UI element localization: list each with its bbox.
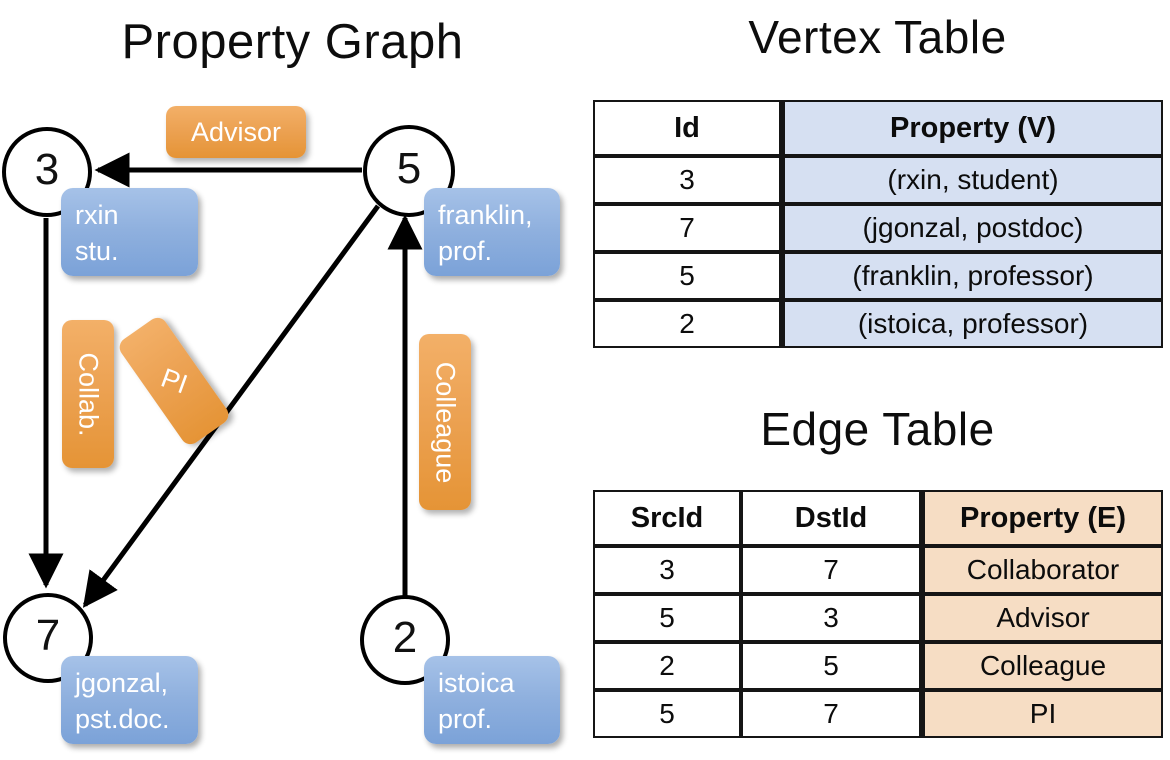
edge-dst-cell: 7 xyxy=(741,690,921,738)
vertex-property-cell: (rxin, student) xyxy=(781,156,1163,204)
edge-property-cell: PI xyxy=(921,690,1163,738)
table-row: 2 (istoica, professor) xyxy=(593,300,1163,348)
graph-node-2[interactable]: 2 xyxy=(360,595,450,685)
edge-table-col-srcid: SrcId xyxy=(593,490,741,546)
vertex-id-cell: 3 xyxy=(593,156,781,204)
edge-src-cell: 5 xyxy=(593,594,741,642)
table-row: 5 3 Advisor xyxy=(593,594,1163,642)
edge-table: SrcId DstId Property (E) 3 7 Collaborato… xyxy=(593,490,1163,738)
edge-property-cell: Colleague xyxy=(921,642,1163,690)
graph-node-3-label: 3 xyxy=(34,145,60,194)
vertex-table-col-property: Property (V) xyxy=(781,100,1163,156)
node-property-box-rxin: rxin stu. xyxy=(61,188,198,276)
property-graph-diagram: 3 5 7 2 rxin stu. franklin, prof. jgonza… xyxy=(2,106,560,744)
node-property-box-jgonzal: jgonzal, pst.doc. xyxy=(61,656,198,744)
vertex-id-cell: 7 xyxy=(593,204,781,252)
edge-property-cell: Collaborator xyxy=(921,546,1163,594)
page-title-property-graph: Property Graph xyxy=(121,15,464,69)
table-row: 3 (rxin, student) xyxy=(593,156,1163,204)
edge-label-colleague-text: Colleague xyxy=(430,361,461,483)
edge-property-cell: Advisor xyxy=(921,594,1163,642)
edge-label-collab-text: Collab. xyxy=(73,351,104,437)
graph-node-7-label: 7 xyxy=(35,611,61,660)
edge-label-pi-text: PI xyxy=(157,362,192,399)
graph-edge-lines xyxy=(28,152,423,608)
vertex-table-header-row: Id Property (V) xyxy=(593,100,1163,156)
edge-table-col-property: Property (E) xyxy=(921,490,1163,546)
table-row: 3 7 Collaborator xyxy=(593,546,1163,594)
node-property-box-franklin: franklin, prof. xyxy=(424,188,560,276)
page-title-edge-table: Edge Table xyxy=(760,403,995,455)
edge-dst-cell: 5 xyxy=(741,642,921,690)
edge-label-collab: Collab. xyxy=(62,320,114,468)
graph-node-2-label: 2 xyxy=(392,613,418,662)
vertex-property-cell: (franklin, professor) xyxy=(781,252,1163,300)
edge-table-header-row: SrcId DstId Property (E) xyxy=(593,490,1163,546)
page-title-vertex-table: Vertex Table xyxy=(748,11,1007,63)
table-row: 5 (franklin, professor) xyxy=(593,252,1163,300)
edge-table-col-dstid: DstId xyxy=(741,490,921,546)
node-property-box-istoica: istoica prof. xyxy=(424,656,560,744)
vertex-id-cell: 2 xyxy=(593,300,781,348)
graph-node-5[interactable]: 5 xyxy=(363,125,455,217)
edge-src-cell: 5 xyxy=(593,690,741,738)
edge-src-cell: 2 xyxy=(593,642,741,690)
edge-5-to-7-pi xyxy=(82,204,381,608)
vertex-table: Id Property (V) 3 (rxin, student) 7 (jgo… xyxy=(593,100,1163,348)
edge-dst-cell: 7 xyxy=(741,546,921,594)
graph-node-5-label: 5 xyxy=(396,144,422,193)
edge-label-advisor-text: Advisor xyxy=(190,116,282,147)
vertex-property-cell: (jgonzal, postdoc) xyxy=(781,204,1163,252)
table-row: 5 7 PI xyxy=(593,690,1163,738)
edge-label-advisor: Advisor xyxy=(166,106,306,158)
vertex-property-cell: (istoica, professor) xyxy=(781,300,1163,348)
table-row: 7 (jgonzal, postdoc) xyxy=(593,204,1163,252)
table-row: 2 5 Colleague xyxy=(593,642,1163,690)
edge-dst-cell: 3 xyxy=(741,594,921,642)
edge-label-colleague: Colleague xyxy=(419,334,471,510)
vertex-id-cell: 5 xyxy=(593,252,781,300)
vertex-table-col-id: Id xyxy=(593,100,781,156)
edge-src-cell: 3 xyxy=(593,546,741,594)
